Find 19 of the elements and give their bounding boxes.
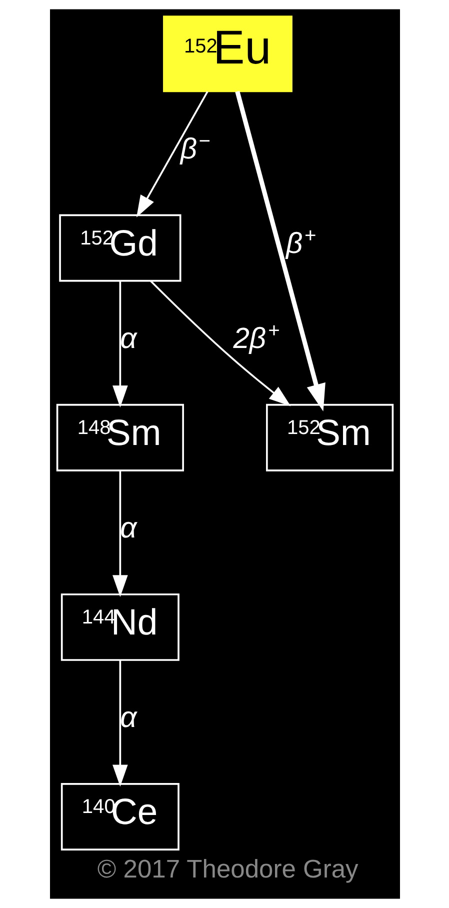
arrow [112, 470, 128, 598]
edge-label: β$^{−}$ [180, 130, 210, 166]
node-box: $^{152}$Gd [58, 214, 181, 282]
node-box: $^{152}$Eu [162, 16, 292, 92]
node-box: $^{148}$Sm [56, 404, 184, 472]
node-box: $^{144}$Nd [60, 593, 179, 661]
edge-label: 2β$^{+}$ [232, 320, 280, 355]
arrow [112, 281, 128, 408]
node-box: $^{140}$Ce [60, 783, 179, 850]
edge-label: α [120, 702, 136, 734]
arrow [234, 90, 325, 412]
edge-label: α [120, 322, 136, 355]
arrow [149, 280, 290, 406]
edge-label: β$^{+}$ [286, 225, 316, 260]
caption: © 2017 Theodore Gray [96, 855, 358, 884]
arrow [136, 91, 208, 218]
node-box: $^{152}$Sm [266, 404, 394, 472]
arrow [112, 660, 128, 787]
edge-label: α [120, 512, 136, 544]
